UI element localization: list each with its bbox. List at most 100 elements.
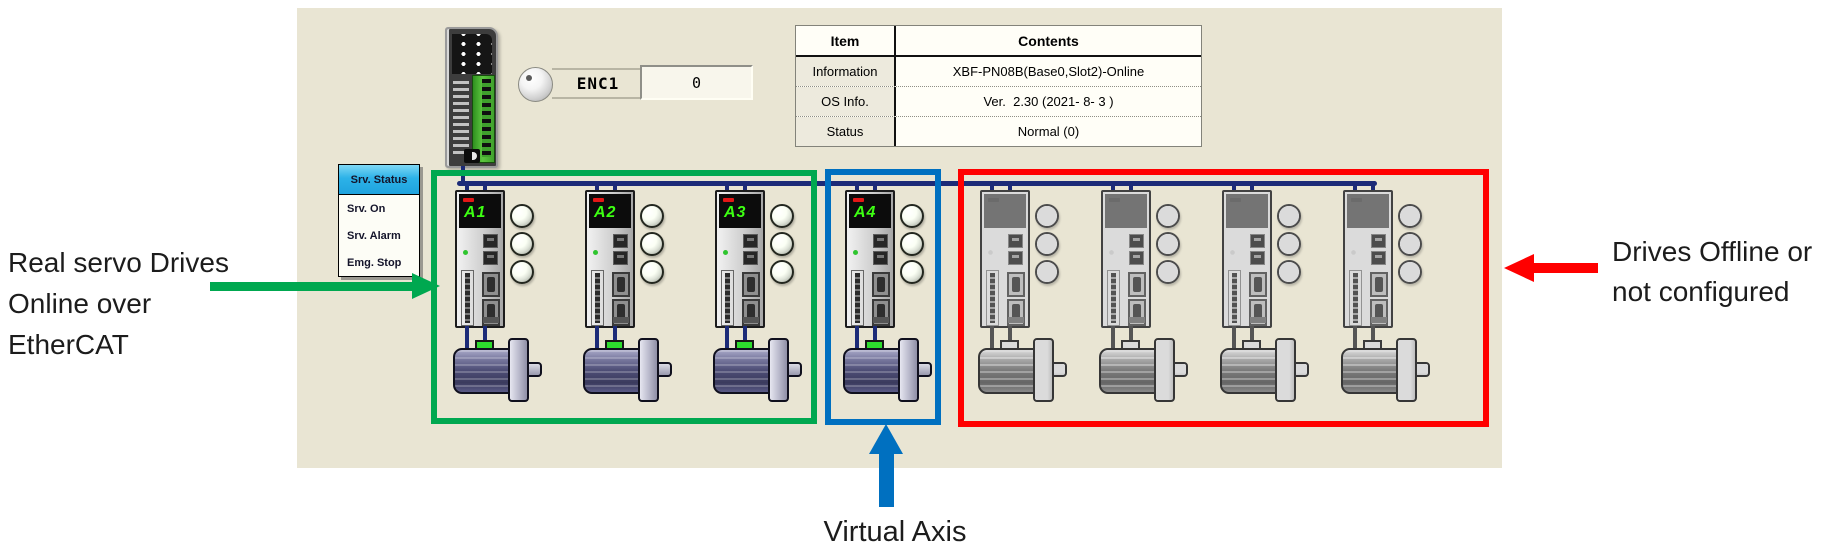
row-value: Ver. 2.30 (2021- 8- 3 ) — [896, 87, 1201, 116]
drive-unit-core — [1208, 178, 1314, 410]
drive-display — [1347, 194, 1389, 228]
menu-item-srv-on[interactable]: Srv. On — [347, 202, 386, 215]
servo-drive-body — [1222, 190, 1272, 328]
bus-drop-wire-right — [613, 181, 617, 195]
servo-drive-unit[interactable]: A3 — [701, 178, 807, 410]
module-drop-wire — [461, 166, 465, 186]
servo-drive-unit[interactable] — [1329, 178, 1435, 410]
red-arrow-shaft — [1532, 263, 1598, 273]
module-terminal-slots — [482, 79, 491, 157]
motor-wire-left — [1232, 326, 1236, 352]
bus-drop-wire-right — [1371, 181, 1375, 195]
drive-terminal-strip — [461, 270, 474, 326]
bus-drop-wire-right — [1008, 181, 1012, 195]
module-logo-dots — [452, 34, 492, 74]
indicator-lamp — [510, 260, 534, 284]
ethercat-port-out — [1129, 251, 1144, 265]
indicator-lamp — [900, 204, 924, 228]
motor-wire-left — [855, 326, 859, 352]
encoder-value-field[interactable]: 0 — [640, 65, 753, 100]
indicator-lamp — [1277, 204, 1301, 228]
drive-terminal-strip — [1107, 270, 1120, 326]
bus-drop-wire-right — [1129, 181, 1133, 195]
drive-connector-upper — [1249, 272, 1267, 297]
red-arrow-head — [1504, 254, 1534, 282]
drive-power-led — [1109, 250, 1114, 255]
table-header-row: Item Contents — [796, 26, 1201, 57]
drive-terminal-strip — [591, 270, 604, 326]
drive-connector-upper — [1128, 272, 1146, 297]
servo-motor-body — [1341, 348, 1399, 394]
encoder-label-plate: ENC1 — [552, 68, 644, 99]
indicator-lamp — [1398, 232, 1422, 256]
drive-display: A2 — [589, 194, 631, 228]
indicator-lamp — [900, 232, 924, 256]
menu-item-emg-stop[interactable]: Emg. Stop — [347, 256, 402, 269]
drive-unit-core: A3 — [701, 178, 807, 410]
motor-wire-right — [1008, 326, 1012, 342]
indicator-lamp — [510, 204, 534, 228]
ethercat-port-out — [743, 251, 758, 265]
drive-power-led — [1230, 250, 1235, 255]
drive-unit-core: A1 — [441, 178, 547, 410]
bus-drop-wire-left — [990, 181, 994, 195]
servo-motor-shaft — [1415, 362, 1430, 377]
module-terminal-block — [472, 75, 495, 163]
drive-connector-upper — [1007, 272, 1025, 297]
bus-drop-wire-right — [873, 181, 877, 195]
drive-foot-label — [1008, 317, 1024, 323]
menu-item-srv-status[interactable]: Srv. Status — [339, 165, 419, 195]
bus-drop-wire-left — [595, 181, 599, 195]
drive-unit-core — [966, 178, 1072, 410]
servo-drive-unit[interactable]: A1 — [441, 178, 547, 410]
drive-display: A3 — [719, 194, 761, 228]
menu-item-srv-alarm[interactable]: Srv. Alarm — [347, 229, 401, 242]
annotation-line: not configured — [1612, 276, 1790, 307]
annotation-online-drives: Real servo Drives Online over EtherCAT — [8, 242, 229, 365]
motor-wire-right — [1250, 326, 1254, 342]
servo-drive-body — [1101, 190, 1151, 328]
drive-status-led — [988, 198, 999, 202]
indicator-lamp — [640, 232, 664, 256]
encoder-knob[interactable] — [518, 67, 553, 102]
servo-motor-body — [453, 348, 511, 394]
indicator-lamp — [1035, 232, 1059, 256]
servo-drive-body — [1343, 190, 1393, 328]
drive-foot-label — [1129, 317, 1145, 323]
bus-drop-wire-left — [1232, 181, 1236, 195]
servo-drive-body — [980, 190, 1030, 328]
ethercat-port-out — [873, 251, 888, 265]
drive-status-led — [463, 198, 474, 202]
servo-drive-unit[interactable] — [1208, 178, 1314, 410]
axis-label: A1 — [464, 204, 487, 221]
servo-drive-unit[interactable]: A2 — [571, 178, 677, 410]
ethercat-port-in — [1129, 234, 1144, 248]
drive-display — [1105, 194, 1147, 228]
drive-display: A4 — [849, 194, 891, 228]
servo-motor-shaft — [1294, 362, 1309, 377]
plc-module[interactable] — [445, 27, 498, 168]
indicator-lamp — [1398, 204, 1422, 228]
drive-power-led — [1351, 250, 1356, 255]
axis-label: A3 — [724, 204, 747, 221]
indicator-lamp — [1156, 232, 1180, 256]
motor-wire-left — [1353, 326, 1357, 352]
row-label: Status — [796, 117, 896, 146]
indicator-lamp — [1035, 260, 1059, 284]
servo-drive-unit[interactable]: A4 — [831, 178, 937, 410]
indicator-lamp — [1277, 232, 1301, 256]
annotation-line: EtherCAT — [8, 329, 129, 360]
motor-wire-right — [483, 326, 487, 342]
servo-motor-shaft — [1173, 362, 1188, 377]
servo-motor-shaft — [657, 362, 672, 377]
servo-drive-unit[interactable] — [1087, 178, 1193, 410]
drive-display: A1 — [459, 194, 501, 228]
ethercat-bus-line — [457, 181, 1377, 186]
indicator-lamp — [640, 204, 664, 228]
annotation-offline-drives: Drives Offline or not configured — [1612, 232, 1812, 312]
bus-drop-wire-left — [465, 181, 469, 195]
ethercat-port-out — [483, 251, 498, 265]
servo-drive-unit[interactable] — [966, 178, 1072, 410]
indicator-lamp — [900, 260, 924, 284]
motor-wire-right — [873, 326, 877, 342]
